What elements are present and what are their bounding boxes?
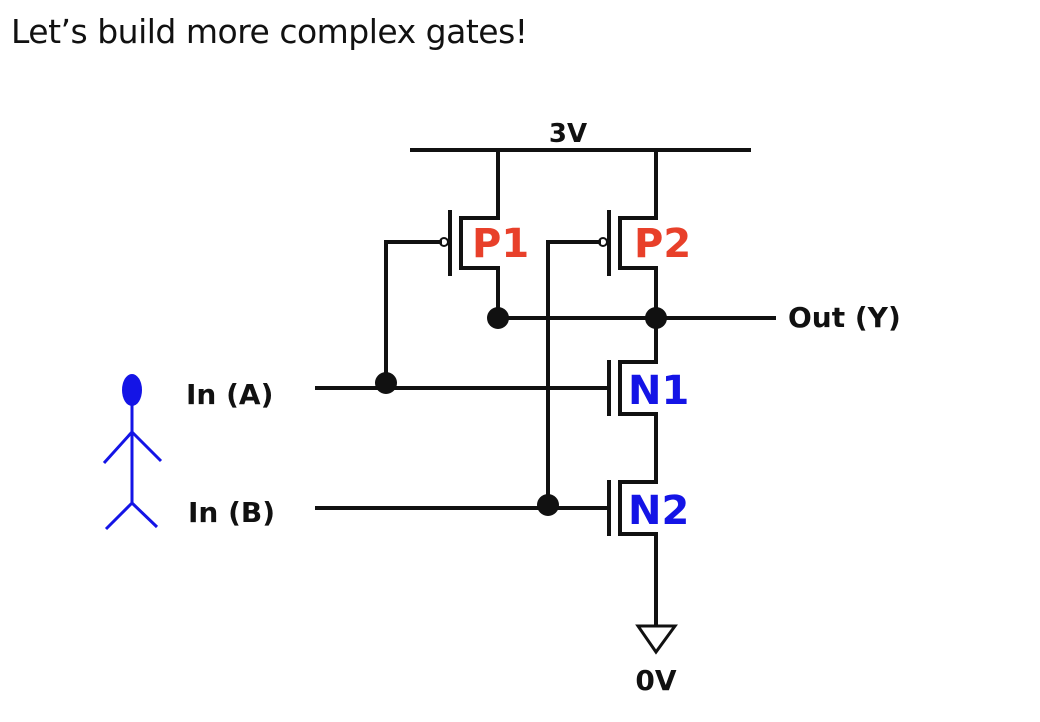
n2-label: N2 xyxy=(628,488,689,534)
ground-label: 0V xyxy=(635,664,676,697)
transistor-n1: N1 xyxy=(607,316,689,480)
p2-gate-wire xyxy=(546,240,601,507)
input-b-label: In (B) xyxy=(188,496,275,529)
p1-label: P1 xyxy=(472,221,529,267)
input-a-label: In (A) xyxy=(186,378,273,411)
slide-title: Let’s build more complex gates! xyxy=(11,12,528,51)
n2-channel xyxy=(618,476,658,628)
person-left-leg xyxy=(104,501,134,531)
p2-label: P2 xyxy=(634,221,691,267)
p1-gate-wire xyxy=(384,240,442,385)
n1-label: N1 xyxy=(628,368,689,414)
person-right-arm xyxy=(130,430,163,463)
output-label: Out (Y) xyxy=(788,301,901,334)
p1-channel xyxy=(459,148,500,320)
input-a-junction xyxy=(375,372,397,394)
n1-channel xyxy=(618,316,658,480)
person-head xyxy=(122,374,142,406)
p1-output-junction xyxy=(487,307,509,329)
ground-icon xyxy=(635,624,678,655)
supply-label: 3V xyxy=(549,119,587,149)
transistor-n2: N2 xyxy=(607,476,689,628)
transistor-p1: P1 xyxy=(439,148,529,320)
person-right-leg xyxy=(130,501,159,529)
transistor-p2: P2 xyxy=(598,148,691,320)
p2-channel xyxy=(618,148,658,320)
person-left-arm xyxy=(102,430,134,465)
person-icon xyxy=(102,374,163,531)
input-b-junction xyxy=(537,494,559,516)
